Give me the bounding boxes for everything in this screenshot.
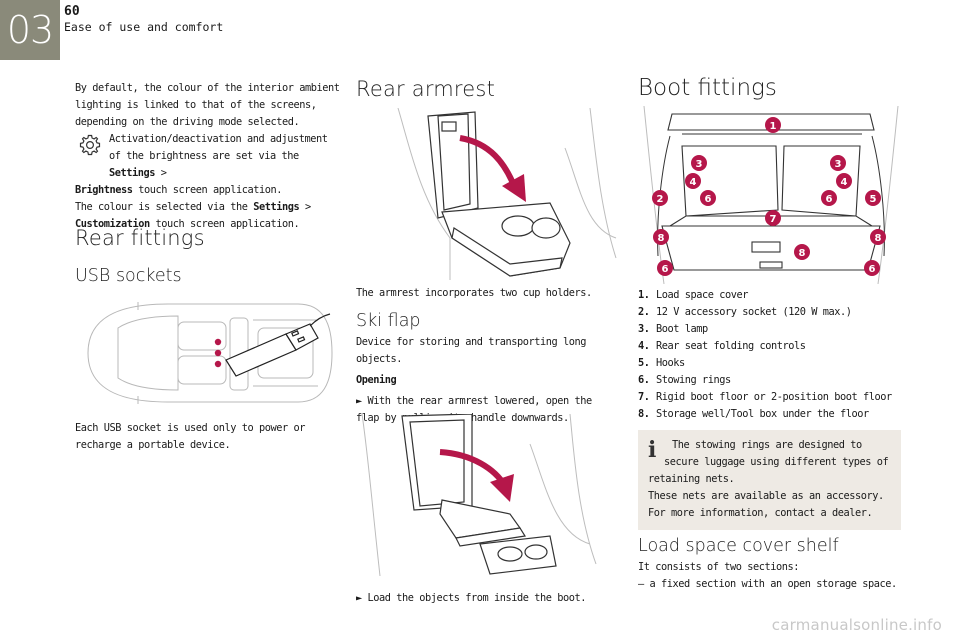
svg-text:3: 3 — [835, 159, 842, 170]
svg-text:4: 4 — [841, 177, 848, 188]
badge-6-d: 6 — [864, 260, 880, 276]
ambient-lighting-intro: By default, the colour of the interior a… — [75, 82, 340, 128]
list-item: 7.Rigid boot floor or 2-position boot fl… — [638, 391, 892, 403]
ski-flap-description: Device for storing and transporting long… — [356, 336, 586, 365]
svg-text:4: 4 — [690, 177, 697, 188]
list-item: 1.Load space cover — [638, 289, 748, 301]
brightness-line: Brightness touch screen application. — [75, 184, 282, 196]
info-text-2: These nets are available as an accessory… — [648, 490, 884, 502]
rear-armrest-heading: Rear armrest — [356, 77, 496, 101]
svg-text:8: 8 — [799, 248, 806, 259]
svg-text:6: 6 — [662, 264, 669, 275]
info-icon: i — [648, 437, 656, 463]
svg-text:6: 6 — [869, 264, 876, 275]
boot-badges: 1 2 3 3 4 4 5 6 6 6 6 7 8 8 8 — [652, 117, 886, 276]
info-text-1: The stowing rings are designed to secure… — [648, 439, 889, 485]
armrest-illustration — [390, 108, 618, 280]
armrest-description: The armrest incorporates two cup holders… — [356, 287, 592, 299]
svg-text:5: 5 — [870, 194, 877, 205]
rear-fittings-heading: Rear fittings — [75, 226, 205, 250]
load-step: ► Load the objects from inside the boot. — [356, 592, 586, 604]
list-item: 4.Rear seat folding controls — [638, 340, 806, 352]
shelf-item: – a fixed section with an open storage s… — [638, 578, 897, 590]
svg-text:2: 2 — [657, 194, 664, 205]
list-item: 2.12 V accessory socket (120 W max.) — [638, 306, 852, 318]
badge-4-right: 4 — [836, 173, 852, 189]
chapter-title: Ease of use and comfort — [64, 20, 224, 34]
svg-text:1: 1 — [770, 121, 777, 132]
list-item: 6.Stowing rings — [638, 374, 731, 386]
settings-text: Activation/deactivation and adjustment o… — [109, 133, 328, 179]
settings-instruction: Activation/deactivation and adjustment o… — [75, 131, 340, 182]
svg-text:3: 3 — [696, 159, 703, 170]
badge-4-left: 4 — [685, 173, 701, 189]
badge-5: 5 — [865, 190, 881, 206]
boot-illustration: 1 2 3 3 4 4 5 6 6 6 6 7 8 8 8 — [642, 106, 900, 284]
list-item: 5.Hooks — [638, 357, 685, 369]
svg-text:6: 6 — [826, 194, 833, 205]
badge-2: 2 — [652, 190, 668, 206]
usb-sockets-heading: USB sockets — [75, 266, 182, 286]
badge-6-b: 6 — [821, 190, 837, 206]
colour-line: The colour is selected via the Settings … — [75, 201, 311, 213]
list-item: 8.Storage well/Tool box under the floor — [638, 408, 869, 420]
usb-description: Each USB socket is used only to power or… — [75, 422, 305, 451]
chapter-tab: 03 — [0, 0, 60, 60]
svg-text:8: 8 — [875, 233, 882, 244]
chapter-number: 03 — [6, 8, 54, 52]
svg-text:6: 6 — [705, 194, 712, 205]
list-item: 3.Boot lamp — [638, 323, 708, 335]
ski-flap-heading: Ski flap — [356, 311, 421, 331]
badge-3-left: 3 — [691, 155, 707, 171]
opening-label: Opening — [356, 374, 397, 386]
badge-7: 7 — [765, 210, 781, 226]
boot-fittings-heading: Boot fittings — [638, 75, 777, 101]
badge-1: 1 — [765, 117, 781, 133]
ski-flap-illustration — [360, 414, 600, 576]
column-1: By default, the colour of the interior a… — [75, 80, 340, 233]
svg-text:7: 7 — [770, 214, 777, 225]
page-number: 60 — [64, 4, 80, 19]
shelf-text: It consists of two sections: — [638, 561, 799, 573]
shelf-heading: Load space cover shelf — [638, 536, 839, 556]
info-text-3: For more information, contact a dealer. — [648, 507, 873, 519]
badge-6-c: 6 — [657, 260, 673, 276]
svg-text:8: 8 — [658, 233, 665, 244]
customization-line: Customization touch screen application. — [75, 218, 300, 230]
usb-car-illustration — [78, 298, 336, 408]
badge-6-a: 6 — [700, 190, 716, 206]
badge-8-right: 8 — [870, 229, 886, 245]
badge-8-center: 8 — [794, 244, 810, 260]
boot-fittings-list: 1.Load space cover 2.12 V accessory sock… — [638, 287, 903, 423]
badge-3-right: 3 — [830, 155, 846, 171]
watermark: carmanualsonline.info — [771, 616, 942, 634]
gear-icon — [75, 131, 105, 159]
shelf-section: It consists of two sections: – a fixed s… — [638, 559, 903, 593]
badge-8-left: 8 — [653, 229, 669, 245]
info-box: i The stowing rings are designed to secu… — [638, 430, 901, 530]
